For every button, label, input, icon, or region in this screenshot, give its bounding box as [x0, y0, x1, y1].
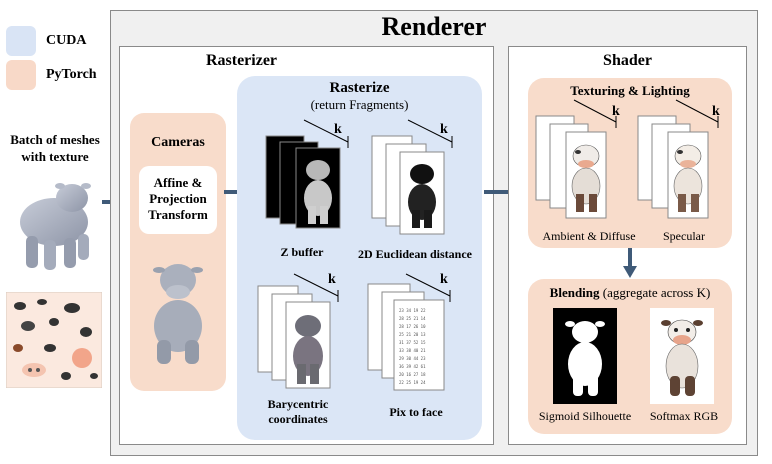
pix-to-face-stack: 23 34 19 22 28 25 21 14 28 17 26 10 25 2… [367, 273, 451, 391]
svg-text:29 30 44 23: 29 30 44 23 [399, 356, 426, 361]
transform-label: Affine & Projection Transform [148, 175, 208, 222]
pytorch-legend-label: PyTorch [46, 67, 97, 82]
svg-text:22 25 19 24: 22 25 19 24 [399, 380, 426, 385]
pix-to-face-k-label: k [440, 272, 448, 287]
svg-text:25 21 20 13: 25 21 20 13 [399, 332, 426, 337]
ambient-diffuse-stack [535, 99, 617, 219]
ambient-diffuse-label: Ambient & Diffuse [542, 229, 636, 243]
specular-stack [637, 99, 719, 219]
distance-label: 2D Euclidean distance [357, 247, 472, 261]
svg-text:28 17 26 10: 28 17 26 10 [399, 324, 426, 329]
blending-title: Blending [549, 285, 600, 300]
softmax-rgb-label: Softmax RGB [649, 409, 719, 423]
texturing-k-label: k [612, 104, 620, 119]
renderer-title: Renderer [381, 12, 487, 41]
silhouette-image [553, 308, 617, 404]
silhouette-label: Sigmoid Silhouette [538, 409, 632, 423]
specular-k-label: k [712, 104, 720, 119]
shader-title: Shader [603, 52, 652, 69]
transform-box [139, 166, 217, 234]
rasterize-subtitle: (return Fragments) [310, 97, 409, 112]
cuda-legend-swatch [6, 26, 36, 56]
blending-subtitle: (aggregate across K) [602, 285, 711, 300]
pix-to-face-label: Pix to face [389, 405, 443, 419]
arrow-texturing-to-blending [623, 248, 637, 278]
svg-text:31 37 52 15: 31 37 52 15 [399, 340, 426, 345]
barycentric-k-label: k [328, 272, 336, 287]
texture-map-image [6, 292, 102, 388]
softmax-rgb-image [650, 308, 714, 404]
cow-mesh-image [20, 183, 91, 270]
texturing-title: Texturing & Lighting [570, 83, 690, 98]
distance-stack [371, 119, 453, 235]
svg-text:20 16 27 18: 20 16 27 18 [399, 372, 426, 377]
zbuffer-stack [265, 119, 349, 229]
zbuffer-label: Z buffer [280, 245, 324, 259]
rasterize-title: Rasterize [329, 80, 390, 96]
barycentric-label: Barycentric coordinates [267, 397, 329, 426]
specular-label: Specular [663, 229, 705, 243]
cuda-legend-label: CUDA [46, 33, 87, 48]
pytorch-legend-swatch [6, 60, 36, 90]
blending-heading: Blending (aggregate across K) [528, 285, 732, 301]
camera-cow-image [153, 264, 203, 364]
rasterizer-title: Rasterizer [205, 52, 278, 69]
barycentric-stack [257, 273, 339, 389]
cameras-title: Cameras [151, 135, 205, 150]
svg-text:36 39 42 61: 36 39 42 61 [399, 364, 426, 369]
svg-text:23 34 19 22: 23 34 19 22 [399, 308, 426, 313]
zbuffer-k-label: k [334, 122, 342, 137]
svg-text:33 38 40 21: 33 38 40 21 [399, 348, 426, 353]
distance-k-label: k [440, 122, 448, 137]
input-title: Batch of meshes with texture [10, 132, 100, 164]
svg-text:28 25 21 14: 28 25 21 14 [399, 316, 426, 321]
